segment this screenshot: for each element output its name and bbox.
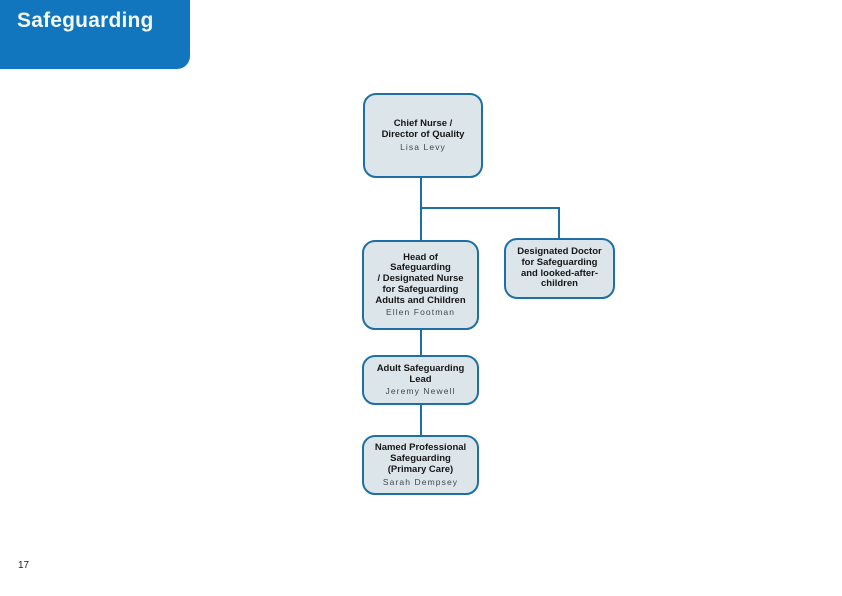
connector-head-to-adult-lead (420, 330, 422, 355)
orgchart-node-adult-safeguarding-lead: Adult Safeguarding Lead Jeremy Newell (362, 355, 479, 405)
orgchart-node-named-professional: Named Professional Safeguarding (Primary… (362, 435, 479, 495)
node-title: Head of Safeguarding / Designated Nurse … (375, 251, 466, 306)
connector-adult-lead-to-named-prof (420, 405, 422, 435)
connector-chief-to-head (420, 178, 422, 240)
page-number: 17 (18, 560, 30, 571)
node-person-name: Lisa Levy (400, 141, 446, 152)
node-person-name: Ellen Footman (385, 307, 456, 318)
page-title: Safeguarding (17, 9, 154, 32)
node-person-name: Sarah Dempsey (382, 476, 459, 487)
orgchart-node-head-of-safeguarding: Head of Safeguarding / Designated Nurse … (362, 240, 479, 330)
connector-branch-to-doctor (558, 207, 560, 238)
connector-branch-horizontal (420, 207, 560, 209)
node-person-name: Jeremy Newell (385, 386, 456, 397)
node-title: Chief Nurse / Director of Quality (381, 118, 465, 140)
node-title: Designated Doctor for Safeguarding and l… (517, 245, 602, 290)
orgchart-node-chief-nurse: Chief Nurse / Director of Quality Lisa L… (363, 93, 483, 178)
page-header-tab: Safeguarding (0, 0, 190, 69)
node-title: Adult Safeguarding Lead (376, 362, 465, 385)
orgchart-node-designated-doctor: Designated Doctor for Safeguarding and l… (504, 238, 615, 299)
node-title: Named Professional Safeguarding (Primary… (374, 442, 467, 475)
